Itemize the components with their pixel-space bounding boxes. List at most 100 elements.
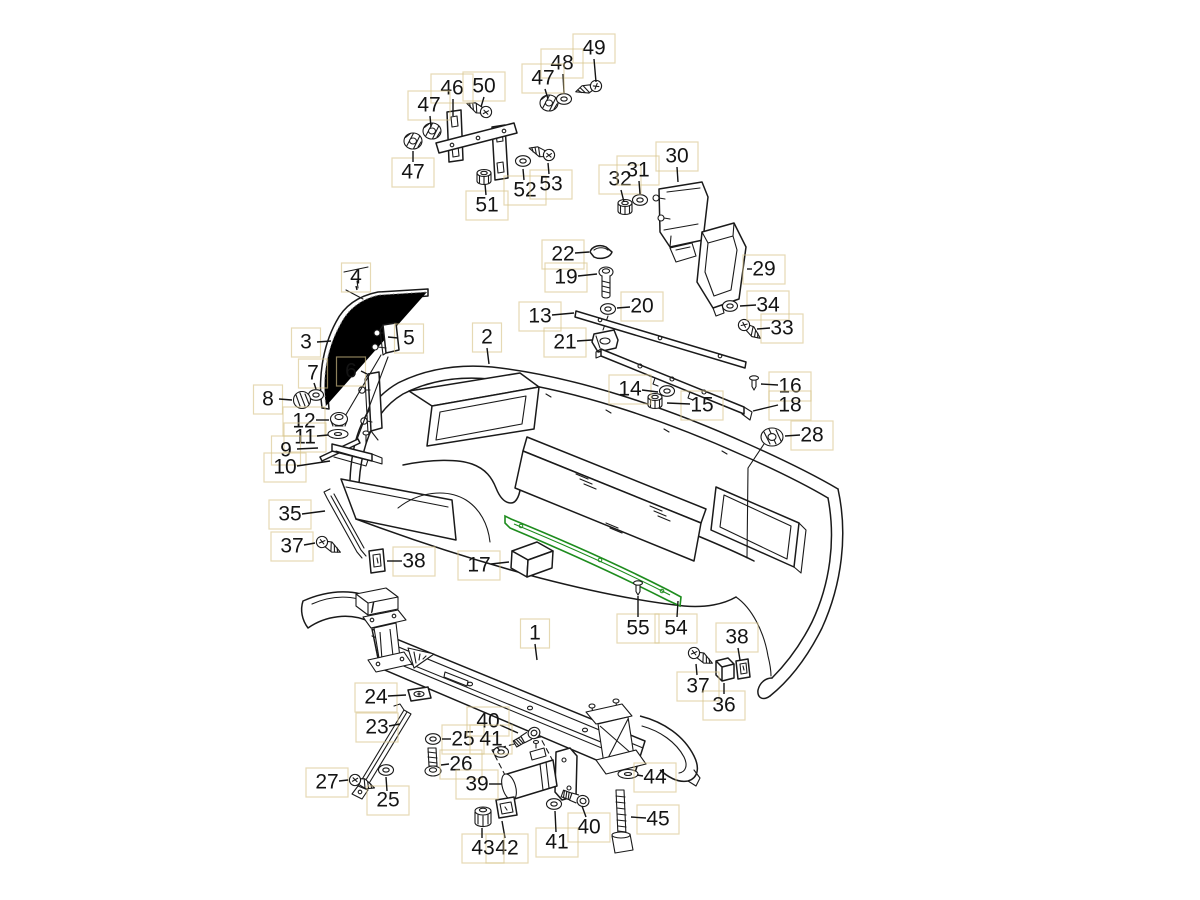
callout-hotspot[interactable] <box>340 262 372 293</box>
callout-50[interactable]: 50 <box>462 71 506 108</box>
callout-number[interactable]: 35 <box>278 503 301 526</box>
callout-25[interactable]: 25 <box>366 776 410 816</box>
callout-hotspot[interactable] <box>290 327 322 358</box>
callout-hotspot[interactable] <box>541 239 585 270</box>
callout-20[interactable]: 20 <box>616 291 664 322</box>
callout-number[interactable]: 22 <box>551 243 574 266</box>
callout-hotspot[interactable] <box>263 452 307 483</box>
callout-hotspot[interactable] <box>430 73 474 104</box>
callout-37[interactable]: 37 <box>676 663 720 702</box>
callout-hotspot[interactable] <box>469 724 513 755</box>
callout-28[interactable]: 28 <box>784 420 834 451</box>
callout-number[interactable]: 3 <box>300 331 312 354</box>
callout-number[interactable]: 47 <box>531 67 554 90</box>
callout-41[interactable]: 41 <box>469 724 513 755</box>
callout-38[interactable]: 38 <box>715 622 759 661</box>
callout-number[interactable]: 49 <box>582 37 605 60</box>
callout-hotspot[interactable] <box>268 499 312 530</box>
callout-hotspot[interactable] <box>485 833 529 864</box>
callout-number[interactable]: 50 <box>472 75 495 98</box>
callout-9[interactable]: 9 <box>270 435 319 466</box>
callout-30[interactable]: 30 <box>655 141 699 183</box>
callout-number[interactable]: 55 <box>626 617 649 640</box>
callout-number[interactable]: 45 <box>646 808 669 831</box>
callout-number[interactable]: 5 <box>403 327 415 350</box>
callout-number[interactable]: 17 <box>467 554 490 577</box>
callout-hotspot[interactable] <box>529 169 573 200</box>
callout-24[interactable]: 24 <box>354 682 407 713</box>
callout-44[interactable]: 44 <box>633 762 677 793</box>
callout-51[interactable]: 51 <box>465 183 509 221</box>
callout-number[interactable]: 13 <box>528 305 551 328</box>
callout-17[interactable]: 17 <box>457 550 510 581</box>
callout-hotspot[interactable] <box>355 712 399 743</box>
callout-number[interactable]: 38 <box>402 550 425 573</box>
callout-19[interactable]: 19 <box>544 262 598 293</box>
callout-hotspot[interactable] <box>715 622 759 653</box>
callout-number[interactable]: 41 <box>545 831 568 854</box>
callout-number[interactable]: 21 <box>553 331 576 354</box>
callout-hotspot[interactable] <box>305 767 349 798</box>
callout-hotspot[interactable] <box>366 785 410 816</box>
callout-number[interactable]: 28 <box>800 424 823 447</box>
callout-number[interactable]: 37 <box>686 675 709 698</box>
callout-number[interactable]: 53 <box>539 173 562 196</box>
callout-hotspot[interactable] <box>466 706 510 737</box>
callout-hotspot[interactable] <box>335 356 367 387</box>
callout-number[interactable]: 30 <box>665 145 688 168</box>
callout-1[interactable]: 1 <box>519 618 551 661</box>
callout-number[interactable]: 11 <box>294 426 316 449</box>
callout-number[interactable]: 7 <box>307 362 319 385</box>
callout-hotspot[interactable] <box>676 671 720 702</box>
callout-52[interactable]: 52 <box>503 168 547 206</box>
callout-number[interactable]: 8 <box>262 388 274 411</box>
callout-hotspot[interactable] <box>270 435 302 466</box>
callout-hotspot[interactable] <box>680 390 724 421</box>
callout-8[interactable]: 8 <box>252 384 293 415</box>
callout-number[interactable]: 14 <box>618 378 642 401</box>
callout-hotspot[interactable] <box>768 371 812 402</box>
callout-47[interactable]: 47 <box>407 90 451 128</box>
callout-number[interactable]: 42 <box>495 837 518 860</box>
callout-33[interactable]: 33 <box>756 313 804 344</box>
callout-number[interactable]: 39 <box>465 773 488 796</box>
callout-11[interactable]: 11 <box>283 422 329 453</box>
callout-hotspot[interactable] <box>620 291 664 322</box>
callout-hotspot[interactable] <box>598 164 642 195</box>
callout-number[interactable]: 20 <box>630 295 653 318</box>
callout-hotspot[interactable] <box>544 262 588 293</box>
callout-37[interactable]: 37 <box>270 531 316 562</box>
callout-42[interactable]: 42 <box>485 820 529 864</box>
callout-38[interactable]: 38 <box>387 546 436 577</box>
callout-hotspot[interactable] <box>457 550 501 581</box>
callout-number[interactable]: 38 <box>725 626 748 649</box>
callout-hotspot[interactable] <box>439 749 483 780</box>
callout-hotspot[interactable] <box>503 175 547 206</box>
callout-12[interactable]: 12 <box>282 406 329 437</box>
callout-number[interactable]: 31 <box>626 159 649 182</box>
callout-6[interactable]: 6 <box>335 356 368 387</box>
callout-hotspot[interactable] <box>354 682 398 713</box>
callout-5[interactable]: 5 <box>387 323 425 354</box>
callout-10[interactable]: 10 <box>263 452 331 483</box>
callout-number[interactable]: 23 <box>365 716 388 739</box>
callout-number[interactable]: 43 <box>471 837 494 860</box>
callout-number[interactable]: 6 <box>345 360 357 383</box>
callout-55[interactable]: 55 <box>616 596 660 644</box>
callout-45[interactable]: 45 <box>630 804 680 835</box>
callout-29[interactable]: 29 <box>742 254 786 285</box>
callout-number[interactable]: 40 <box>577 816 600 839</box>
callout-number[interactable]: 27 <box>315 771 338 794</box>
callout-number[interactable]: 36 <box>712 694 735 717</box>
callout-number[interactable]: 1 <box>529 622 541 645</box>
callout-47[interactable]: 47 <box>521 63 565 100</box>
callout-number[interactable]: 19 <box>554 266 577 289</box>
callout-hotspot[interactable] <box>768 390 812 421</box>
callout-47[interactable]: 47 <box>391 151 435 188</box>
callout-number[interactable]: 29 <box>752 258 775 281</box>
callout-hotspot[interactable] <box>283 422 327 453</box>
callout-hotspot[interactable] <box>535 827 579 858</box>
callout-hotspot[interactable] <box>462 71 506 102</box>
callout-hotspot[interactable] <box>518 301 562 332</box>
callout-hotspot[interactable] <box>282 406 326 437</box>
